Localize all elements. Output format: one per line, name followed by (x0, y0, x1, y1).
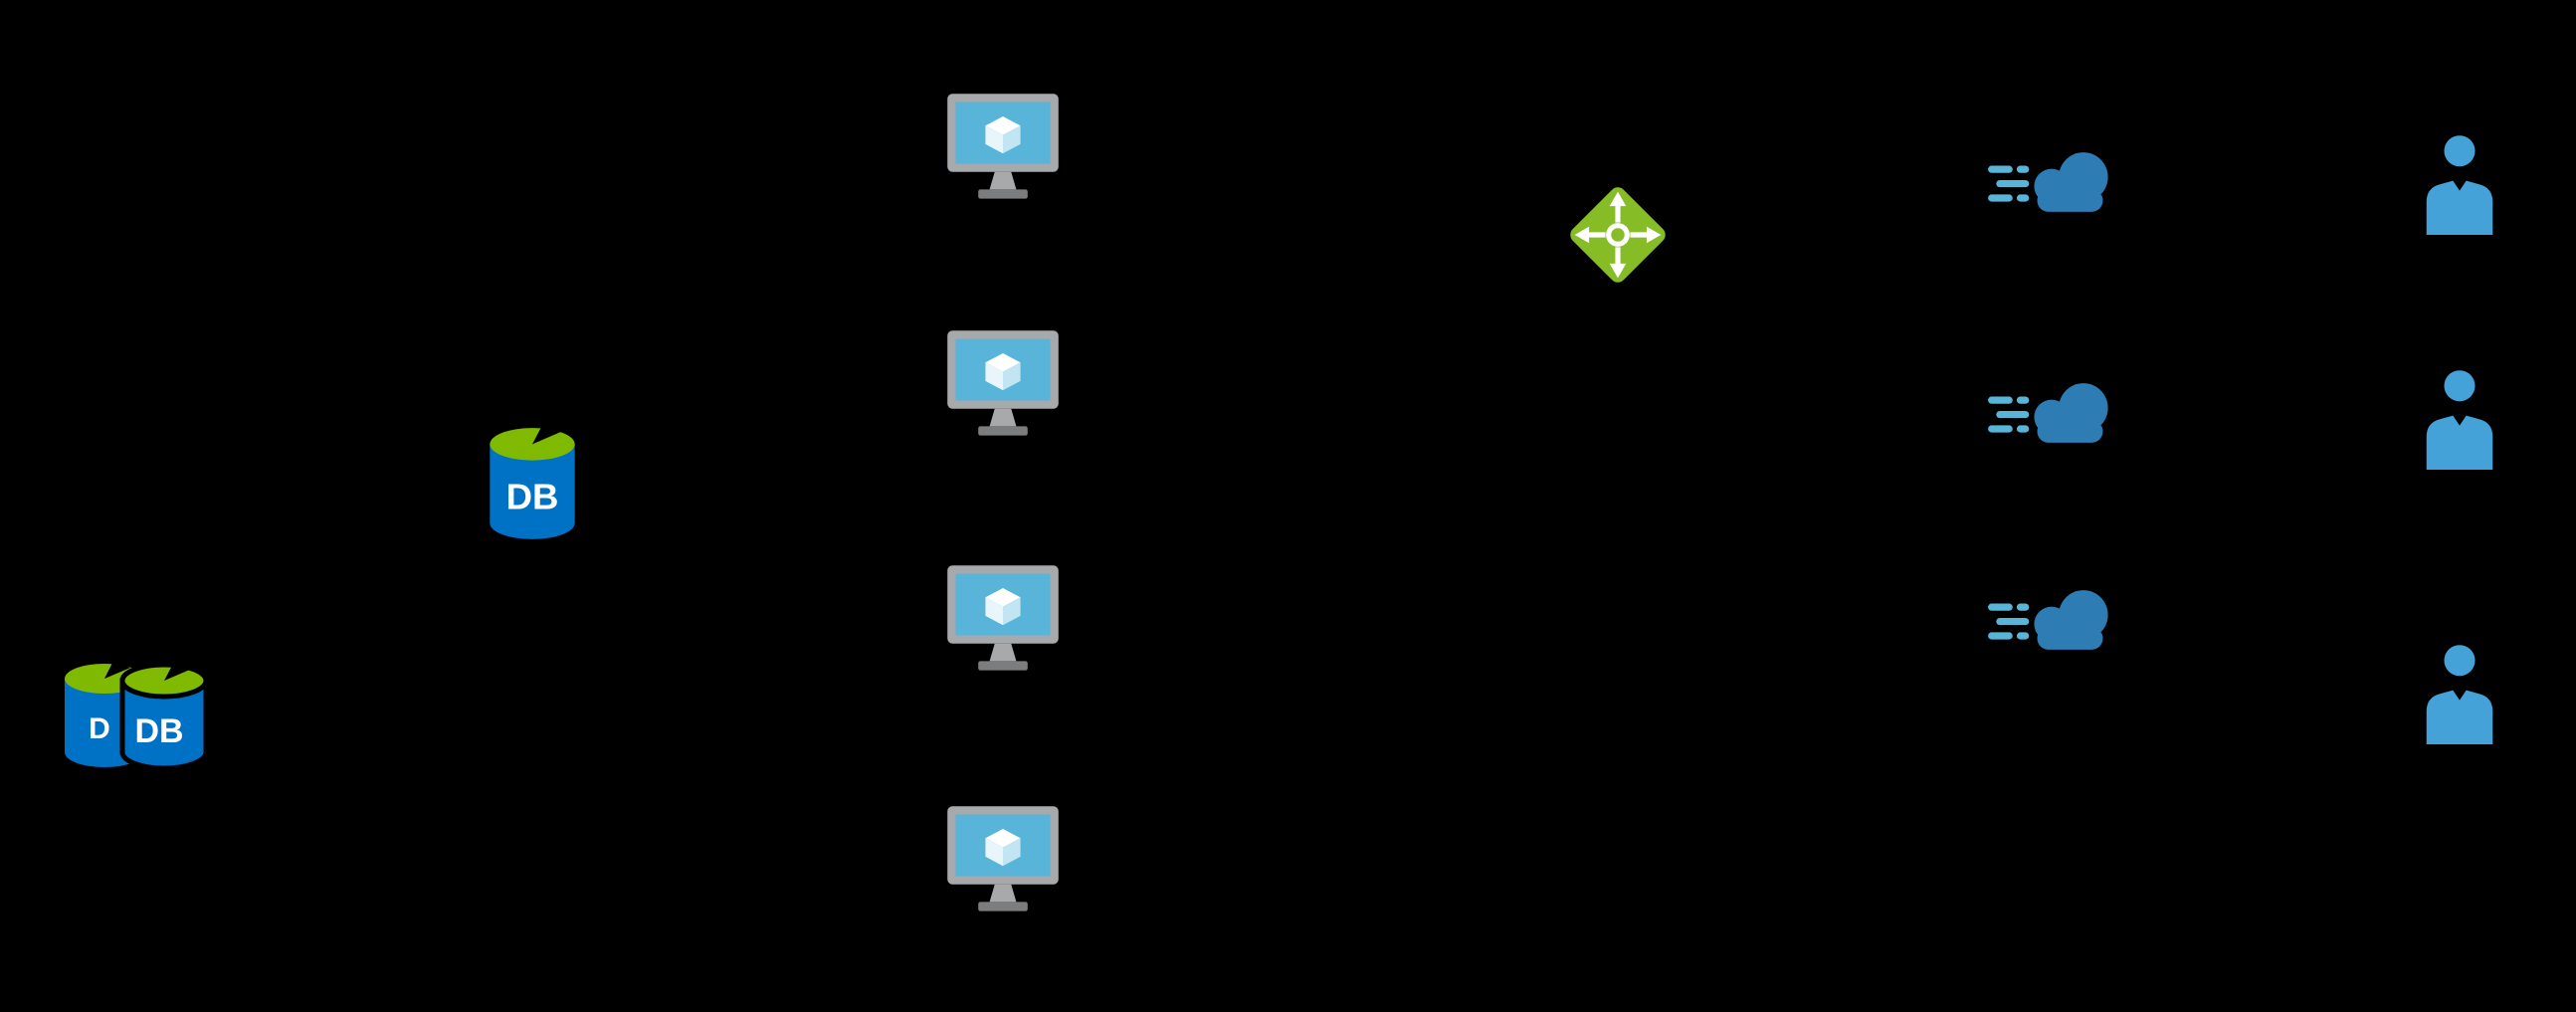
virtual-machine-icon (947, 330, 1059, 436)
virtual-machine-icon (947, 565, 1059, 671)
cloud-speed-icon (1988, 152, 2108, 212)
user-icon (2426, 135, 2493, 235)
vm-node-4 (941, 802, 1065, 917)
user-node-3 (2420, 643, 2499, 744)
databases-back-label: D (89, 712, 110, 745)
user-node-2 (2420, 368, 2499, 470)
cloud-speed-icon (1988, 383, 2108, 443)
user-icon (2426, 645, 2493, 744)
vm-node-3 (941, 561, 1065, 677)
cloud-node-3 (1986, 575, 2121, 663)
database-label: DB (506, 476, 559, 516)
cloud-node-2 (1986, 368, 2121, 456)
vm-node-1 (941, 90, 1065, 205)
databases-node: D DB (60, 655, 211, 780)
load-balancer-node (1556, 173, 1680, 297)
databases-front-label: DB (134, 712, 183, 750)
cloud-node-1 (1986, 137, 2121, 225)
database-node: DB (482, 422, 583, 547)
load-balancer-icon (1570, 187, 1666, 283)
virtual-machine-icon (947, 806, 1059, 911)
virtual-machine-icon (947, 94, 1059, 199)
stacked-database-icon: D DB (65, 661, 209, 771)
user-node-1 (2420, 133, 2499, 235)
database-icon: DB (490, 425, 575, 539)
user-icon (2426, 370, 2493, 470)
vm-node-2 (941, 326, 1065, 442)
cloud-speed-icon (1988, 590, 2108, 650)
